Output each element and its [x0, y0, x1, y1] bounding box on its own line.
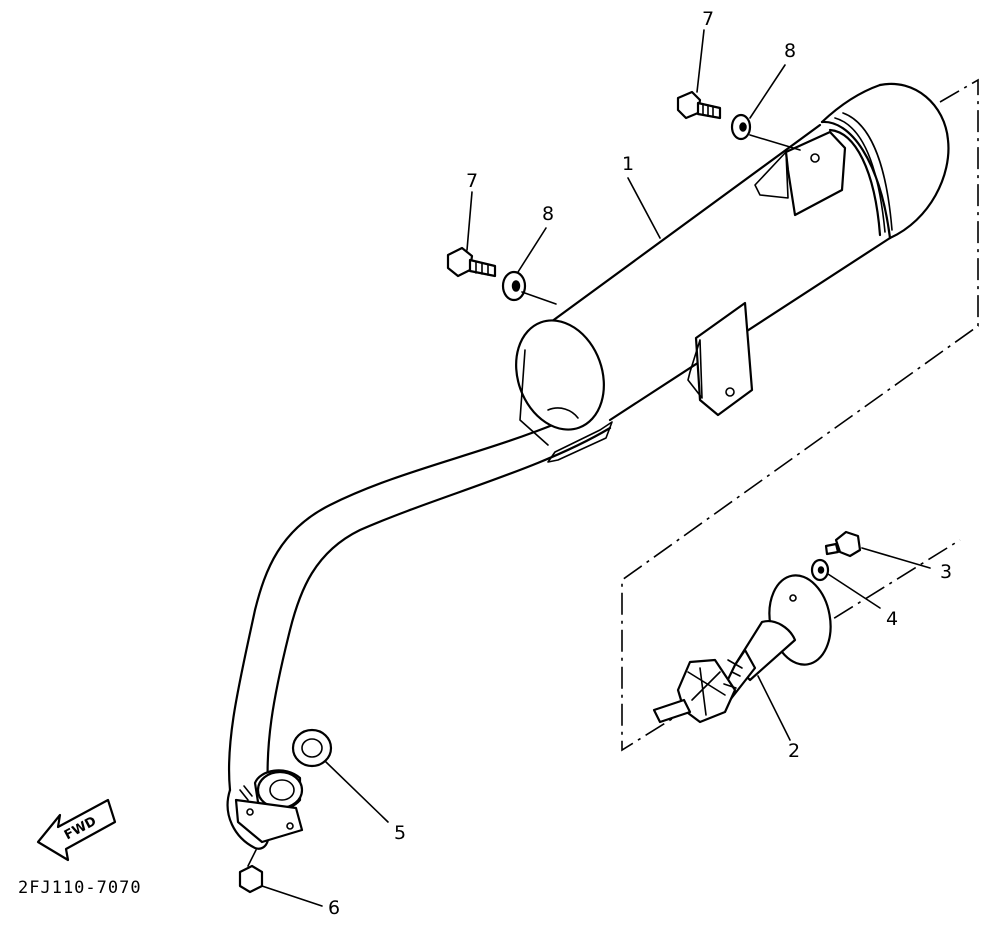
callout-8-upper: 8	[784, 40, 797, 62]
callout-1: 1	[622, 153, 635, 175]
leader-lines	[261, 29, 931, 907]
callout-4: 4	[886, 608, 899, 630]
callout-7-upper: 7	[702, 8, 715, 30]
callout-3: 3	[940, 561, 953, 583]
screw	[824, 530, 862, 558]
callout-8-lower: 8	[542, 203, 555, 225]
diagram-code: 2FJ110-7070	[18, 878, 142, 898]
bolt-lower	[446, 246, 497, 278]
upper-bracket	[754, 130, 847, 217]
callout-5: 5	[394, 822, 407, 844]
callout-2: 2	[788, 740, 801, 762]
muffler-body	[515, 82, 950, 446]
washer-upper	[730, 113, 752, 141]
nut	[238, 849, 264, 894]
exhaust-pipe	[226, 420, 613, 850]
exhaust-flange	[234, 769, 304, 844]
washer-lower	[501, 270, 527, 302]
bolt-upper	[676, 90, 722, 120]
lower-bracket	[687, 301, 754, 417]
callout-6: 6	[328, 897, 341, 919]
spark-arrester	[652, 574, 832, 724]
callout-7-lower: 7	[466, 170, 479, 192]
gasket	[291, 728, 333, 768]
fwd-arrow-icon	[36, 798, 117, 862]
washer-small	[810, 558, 830, 582]
